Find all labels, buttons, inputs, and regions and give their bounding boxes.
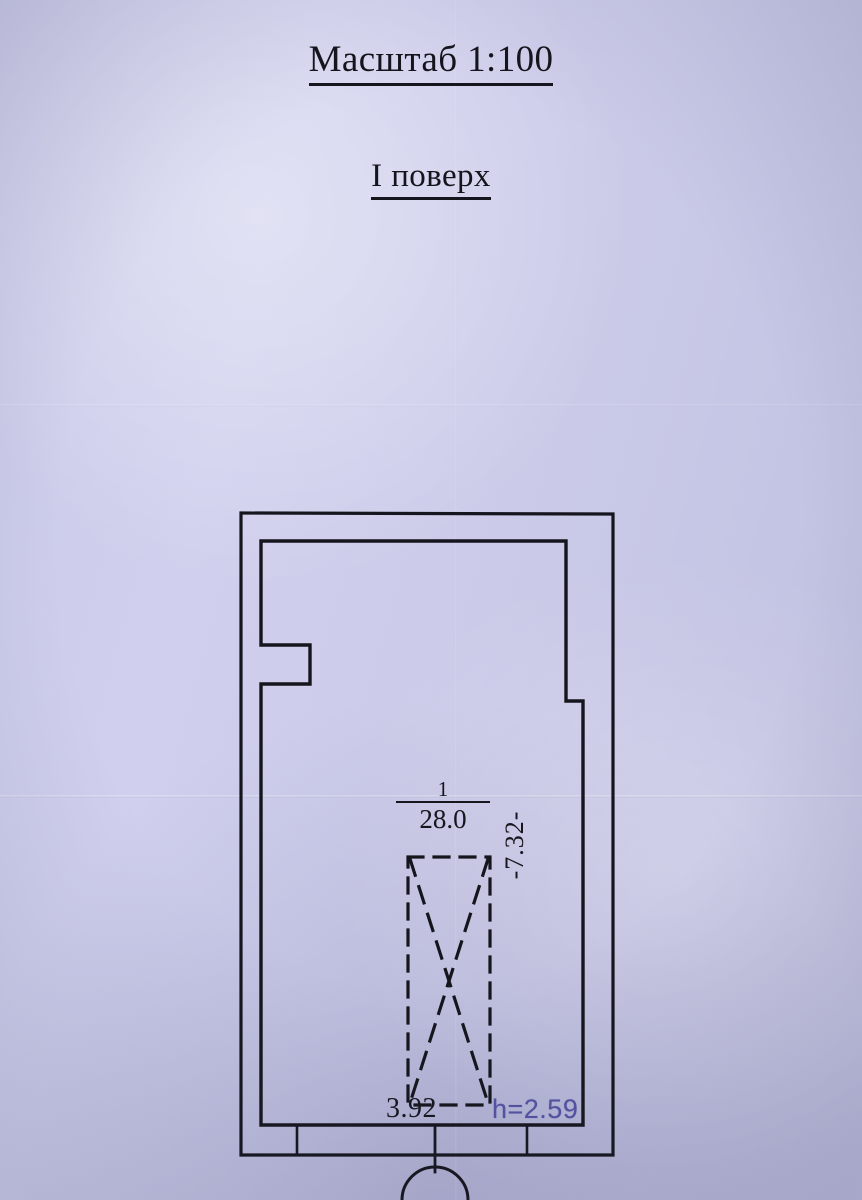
ceiling-height-note: h=2.59 <box>492 1094 579 1124</box>
dimension-bottom: 3.92 <box>386 1093 437 1124</box>
room-number: 1 <box>437 777 449 801</box>
stairs-void-rectangle <box>406 855 492 1107</box>
outer-wall-outline <box>239 511 615 1157</box>
page-title-scale: Масштаб 1:100 <box>0 38 862 86</box>
section-marker-circle <box>400 1165 470 1200</box>
room-label-divider <box>396 801 490 803</box>
page-subtitle-floor: І поверх <box>0 158 862 200</box>
stairs-void-diagonal-2 <box>407 856 491 1106</box>
room-area: 28.0 <box>419 804 467 834</box>
page-subtitle-floor-text: І поверх <box>371 158 491 200</box>
dimension-vertical: -7.32- <box>500 810 529 880</box>
inner-wall-outline <box>259 539 585 1127</box>
page-title-scale-text: Масштаб 1:100 <box>308 38 554 86</box>
room-label: 1 28.0 <box>388 778 498 833</box>
